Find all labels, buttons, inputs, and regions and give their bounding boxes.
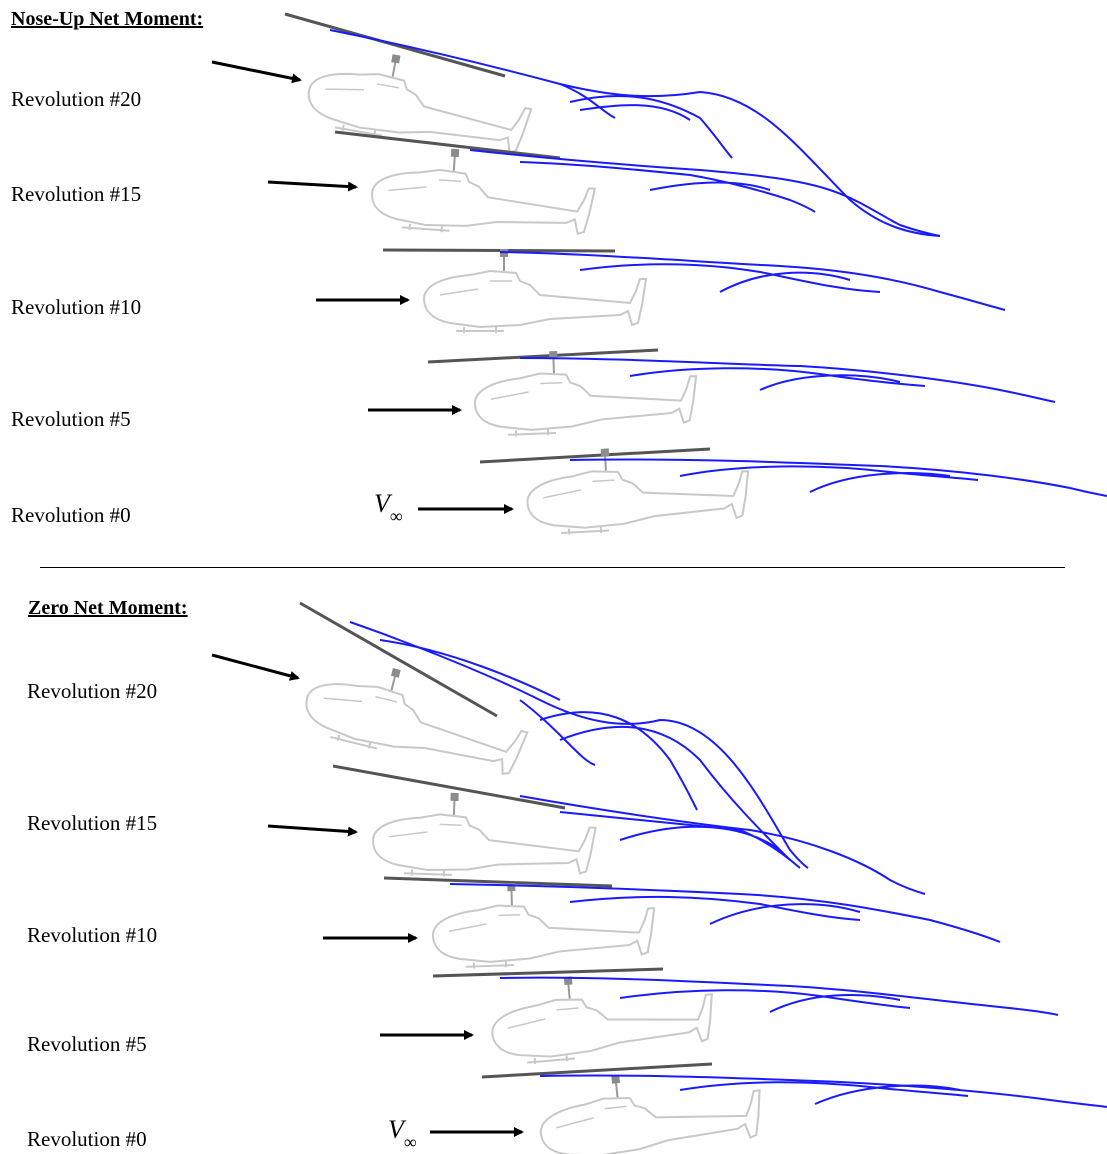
heli-rev15-noseup	[267, 130, 941, 244]
rotor-disk-rev20-noseup	[284, 12, 506, 78]
heli-rev5-zero	[380, 963, 1059, 1069]
rotor-disk-rev10-noseup	[382, 248, 616, 253]
freestream-velocity-label-zero: V∞	[388, 1115, 417, 1153]
rotor-disk-rev15-noseup	[334, 130, 561, 160]
rotor-disk-rev10-zero	[383, 876, 613, 888]
rotor-disk-rev5-noseup	[427, 348, 659, 364]
panel-nose-up	[211, 12, 1107, 538]
wake-rev5-noseup	[519, 357, 1056, 403]
wake-rev0-zero	[539, 1074, 1107, 1108]
arrow-rev15-noseup	[267, 180, 358, 192]
label-rev0-zero: Revolution #0	[27, 1127, 147, 1151]
heli-rev10-zero	[323, 876, 1001, 971]
wake-rev15-noseup	[469, 149, 941, 237]
wake-rev10-zero	[449, 883, 1001, 943]
rotor-disk-rev0-noseup	[479, 447, 711, 464]
heli-rev5-noseup	[368, 345, 1056, 439]
arrow-rev20-zero	[211, 653, 300, 681]
section-divider	[40, 567, 1065, 568]
panel-zero	[211, 601, 1107, 1154]
heli-rev10-noseup	[316, 248, 1006, 334]
wake-rev20-zero	[349, 621, 809, 869]
rotor-disk-rev20-zero	[299, 601, 498, 718]
wake-rev5-zero	[499, 976, 1059, 1016]
wake-rev10-noseup	[499, 251, 1006, 311]
rotor-disk-rev0-zero	[481, 1062, 713, 1079]
heli-rev20-zero	[211, 601, 809, 869]
label-rev5-noseup: Revolution #5	[11, 407, 131, 431]
wake-rev15-zero	[519, 795, 926, 895]
section-title-nose-up: Nose-Up Net Moment:	[11, 8, 204, 30]
heli-rev0-noseup	[418, 440, 1107, 538]
heli-rev0-zero	[430, 1059, 1107, 1154]
heli-rev20-noseup	[211, 12, 941, 237]
label-rev10-zero: Revolution #10	[27, 923, 158, 947]
label-rev20-noseup: Revolution #20	[11, 87, 142, 111]
label-rev15-noseup: Revolution #15	[11, 182, 142, 206]
rotor-disk-rev15-zero	[332, 764, 566, 810]
rotor-disk-rev5-zero	[432, 967, 664, 978]
label-rev20-zero: Revolution #20	[27, 679, 158, 703]
arrow-rev15-zero	[267, 824, 358, 837]
label-rev0-noseup: Revolution #0	[11, 503, 131, 527]
label-rev5-zero: Revolution #5	[27, 1032, 147, 1056]
arrow-rev20-noseup	[211, 60, 302, 84]
wake-rev0-noseup	[569, 458, 1107, 497]
heli-rev15-zero	[267, 764, 926, 895]
section-title-zero: Zero Net Moment:	[28, 597, 188, 619]
label-rev15-zero: Revolution #15	[27, 811, 158, 835]
freestream-velocity-label-noseup: V∞	[374, 489, 403, 527]
label-rev10-noseup: Revolution #10	[11, 295, 142, 319]
wake-rev20-noseup	[329, 29, 941, 237]
